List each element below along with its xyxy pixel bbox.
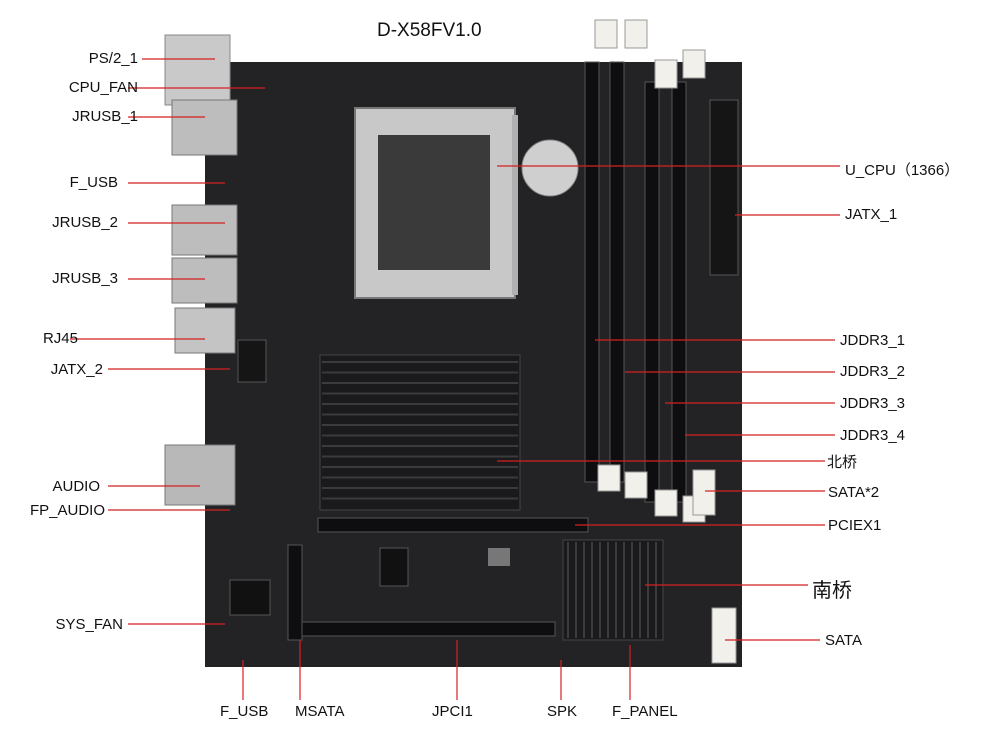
ps2-port — [164, 34, 231, 106]
label-jddr3-2: JDDR3_2 — [840, 363, 906, 380]
usb-port-2 — [171, 204, 238, 256]
label-rj45: RJ45 — [42, 330, 78, 347]
label-f-panel: F_PANEL — [612, 703, 678, 720]
pcie-x16-slot — [317, 517, 589, 533]
atx-8pin-connector — [237, 339, 267, 383]
dimm-latch-7 — [654, 489, 678, 517]
label-jddr3-3: JDDR3_3 — [840, 395, 906, 412]
cpu-socket-inner — [378, 135, 490, 270]
msata-slot — [287, 544, 303, 641]
label-jpci1: JPCI1 — [432, 703, 473, 720]
label-u-cpu: U_CPU（1366） — [845, 162, 960, 179]
label-northbridge: 北桥 — [827, 454, 858, 471]
cmos-battery — [521, 139, 579, 197]
label-jatx-2: JATX_2 — [50, 361, 103, 378]
label-jrusb-3: JRUSB_3 — [52, 270, 118, 287]
dimm-latch-5 — [597, 464, 621, 492]
label-ps2-1: PS/2_1 — [88, 50, 138, 67]
label-jddr3-4: JDDR3_4 — [840, 427, 906, 444]
label-f-usb-bottom: F_USB — [220, 703, 269, 720]
northbridge-heatsink — [319, 354, 521, 511]
rj45-port — [174, 307, 236, 354]
dimm-latch-1 — [594, 19, 618, 49]
dimm-latch-6 — [624, 471, 648, 499]
label-f-usb-left: F_USB — [69, 174, 118, 191]
label-jatx-1: JATX_1 — [845, 206, 898, 223]
ddr3-slot-1 — [584, 61, 600, 483]
label-jddr3-1: JDDR3_1 — [840, 332, 906, 349]
label-sys-fan: SYS_FAN — [55, 616, 123, 633]
usb-port-1 — [171, 99, 238, 156]
label-sata-2: SATA*2 — [828, 484, 880, 501]
label-msata: MSATA — [295, 703, 345, 720]
sata-port-dual — [692, 469, 716, 516]
southbridge-fins — [567, 542, 657, 638]
label-cpu-fan: CPU_FAN — [68, 79, 138, 96]
usb-port-3 — [171, 257, 238, 304]
sata-port-single — [711, 607, 737, 664]
ddr3-slot-2 — [609, 61, 625, 483]
label-jrusb-1: JRUSB_1 — [72, 108, 138, 125]
atx-24pin-connector — [709, 99, 739, 276]
ddr3-slot-4 — [671, 81, 687, 503]
label-audio: AUDIO — [52, 478, 100, 495]
io-chip — [229, 579, 271, 616]
pci-slot — [299, 621, 556, 637]
cpu-lever — [512, 115, 518, 295]
ddr3-slot-3 — [644, 81, 660, 503]
dimm-latch-4 — [682, 49, 706, 79]
label-fp-audio: FP_AUDIO — [29, 502, 105, 519]
board-title: D-X58FV1.0 — [377, 20, 482, 41]
label-pciex1: PCIEX1 — [828, 517, 882, 534]
label-spk: SPK — [547, 703, 578, 720]
label-jrusb-2: JRUSB_2 — [52, 214, 118, 231]
audio-port — [164, 444, 236, 506]
northbridge-fins — [322, 361, 518, 500]
clock-chip — [488, 548, 510, 566]
label-southbridge: 南桥 — [812, 580, 852, 602]
dimm-latch-3 — [654, 59, 678, 89]
label-sata: SATA — [825, 632, 862, 649]
dimm-latch-2 — [624, 19, 648, 49]
bios-chip — [379, 547, 409, 587]
southbridge-heatsink — [562, 539, 664, 641]
